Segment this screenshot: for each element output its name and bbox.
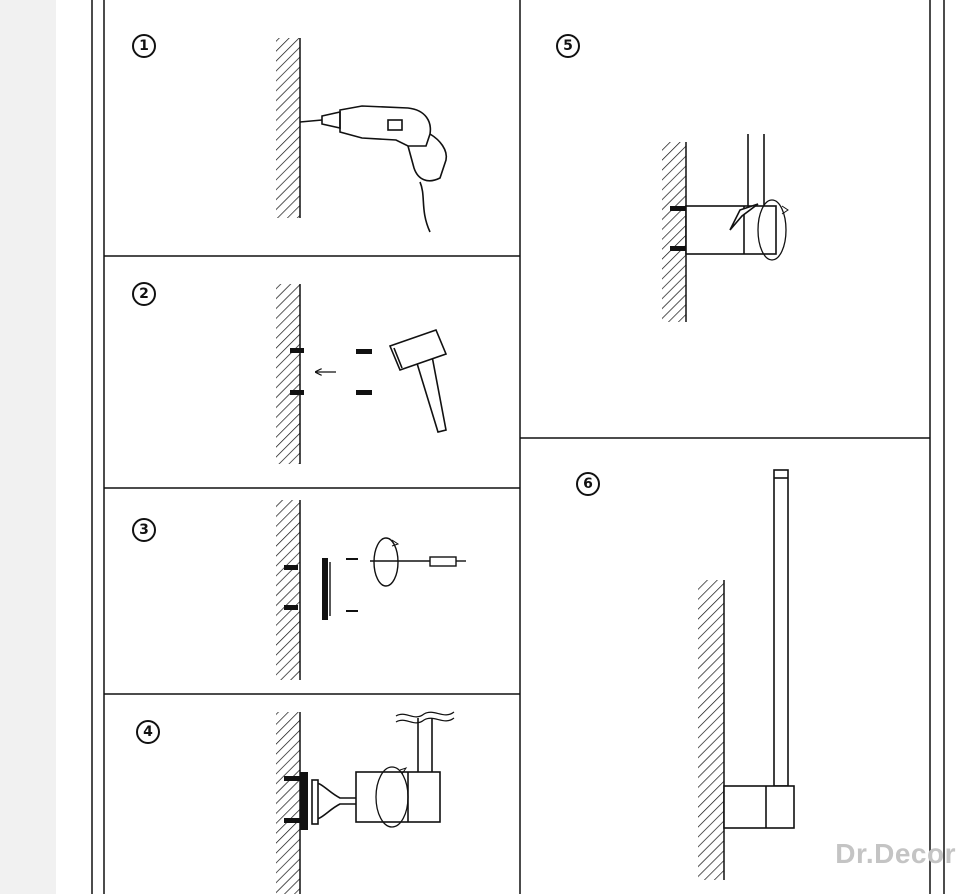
wall-section-6 — [698, 580, 724, 880]
step-2-illustration — [276, 284, 448, 464]
step-number-4: 4 — [136, 720, 160, 744]
bracket-icon — [311, 779, 356, 825]
step-1-illustration — [276, 38, 448, 233]
anchor-plug-bottom — [356, 390, 372, 395]
step-number-2: 2 — [132, 282, 156, 306]
drill-icon — [299, 105, 448, 233]
mounting-plate — [322, 558, 328, 620]
screwdriver-icon — [370, 537, 466, 587]
hammer-icon — [388, 328, 448, 433]
lamp-body-icon — [355, 711, 455, 828]
lamp-body-icon — [685, 134, 789, 261]
wall-section-1 — [276, 38, 300, 218]
step-4-illustration — [276, 711, 455, 894]
step-6-illustration — [698, 469, 795, 880]
wall-section-5 — [662, 142, 686, 322]
wall-section-3 — [276, 500, 300, 680]
step-3-illustration — [276, 500, 466, 680]
panel-grid — [91, 0, 945, 894]
step-number-1: 1 — [132, 34, 156, 58]
step-5-illustration — [662, 134, 789, 322]
anchor-plug-top — [356, 349, 372, 354]
step-number-5: 5 — [556, 34, 580, 58]
wall-section-4 — [276, 712, 300, 894]
wall-section-2 — [276, 284, 300, 464]
brand-watermark: Dr.Decor — [835, 838, 956, 869]
step-number-3: 3 — [132, 518, 156, 542]
mounting-plate-installed — [300, 772, 308, 830]
step-number-6: 6 — [576, 472, 600, 496]
left-margin — [0, 0, 56, 894]
finished-lamp-icon — [723, 469, 795, 829]
